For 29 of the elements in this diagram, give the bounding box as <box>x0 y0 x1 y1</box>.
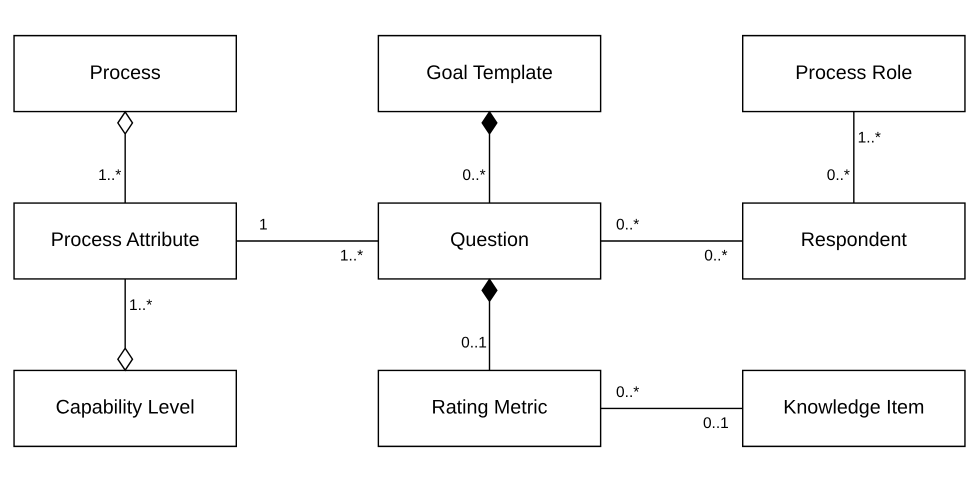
label: 0..* <box>616 216 640 234</box>
connector <box>481 110 498 203</box>
connector <box>117 110 134 203</box>
connector <box>600 408 743 410</box>
label: 0..* <box>616 384 640 401</box>
connector <box>117 279 134 372</box>
node-box: Question <box>378 202 602 280</box>
label: 1..* <box>129 297 152 314</box>
label: 0..1 <box>702 414 729 432</box>
label: 1..* <box>340 247 364 264</box>
label: 1..* <box>98 166 122 184</box>
label: 0..1 <box>461 334 487 352</box>
node-box: Process <box>13 34 237 112</box>
connector <box>236 240 378 242</box>
node-box: Goal Template <box>378 34 602 112</box>
node-box: Capability Level <box>13 370 237 448</box>
node-box: Process Attribute <box>13 202 237 280</box>
node-box: Rating Metric <box>378 370 602 448</box>
label: 0..* <box>704 247 728 264</box>
connector <box>853 112 855 203</box>
connector <box>481 278 498 370</box>
label: 0..* <box>826 166 850 184</box>
node-box: Respondent <box>742 202 966 280</box>
label: 1 <box>259 216 268 234</box>
label: 1..* <box>858 130 881 147</box>
node-box: Process Role <box>742 34 966 112</box>
label: 0..* <box>462 166 486 184</box>
node-box: Knowledge Item <box>742 370 966 448</box>
connector <box>600 240 743 242</box>
